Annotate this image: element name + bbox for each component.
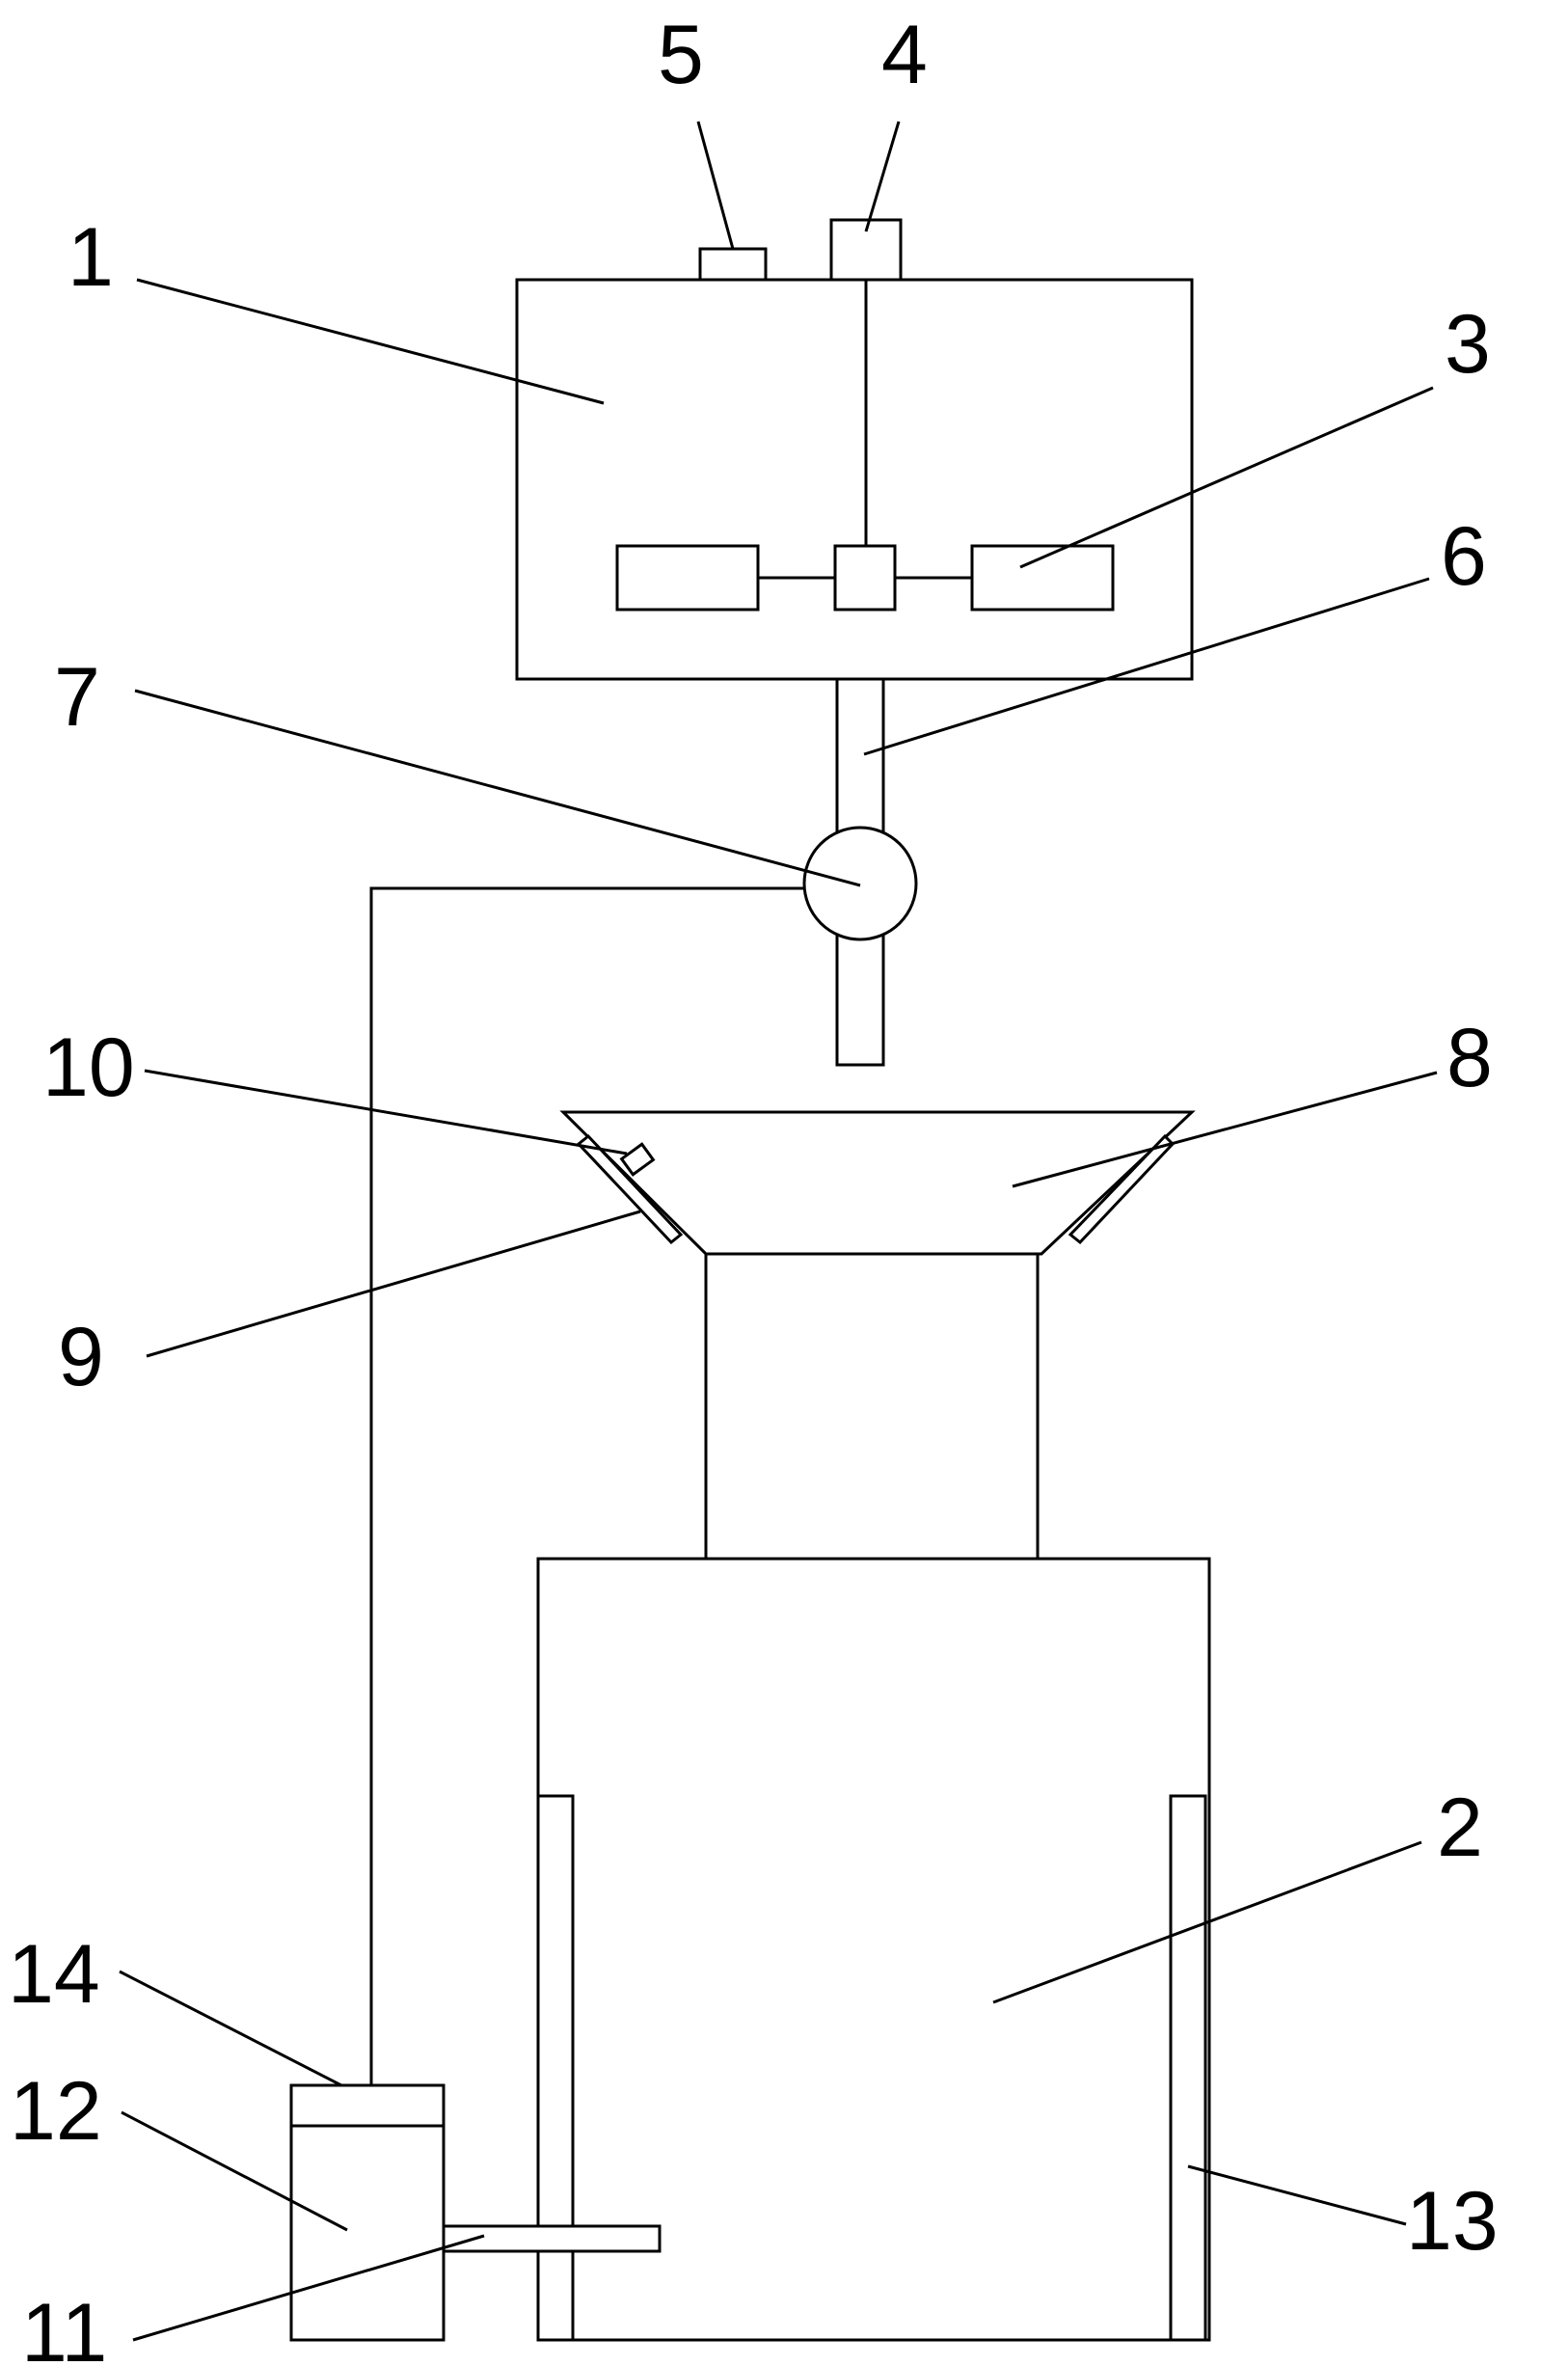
- leader-8: [1012, 1071, 1438, 1188]
- main-tank: [536, 1557, 1211, 2342]
- label-10: 10: [42, 1021, 135, 1114]
- label-5: 5: [658, 9, 704, 101]
- label-2: 2: [1437, 1781, 1483, 1874]
- leader-1: [136, 278, 605, 405]
- side-rail-right: [1169, 1794, 1207, 2342]
- label-7: 7: [54, 651, 100, 744]
- leader-2: [992, 1840, 1422, 2004]
- connecting-pipe: [442, 2224, 662, 2253]
- control-wire: [369, 886, 804, 2085]
- label-3: 3: [1445, 298, 1491, 391]
- leader-7: [134, 689, 861, 887]
- label-6: 6: [1441, 510, 1487, 603]
- funnel-strip-left: [576, 1133, 684, 1245]
- leader-11: [132, 2234, 485, 2342]
- top-fitting-small: [698, 247, 768, 282]
- leader-5: [696, 121, 735, 250]
- leader-10: [144, 1069, 628, 1156]
- leader-9: [146, 1210, 641, 1358]
- inner-block-center: [833, 544, 897, 612]
- label-9: 9: [58, 1311, 104, 1403]
- tank-neck: [704, 1252, 1040, 1561]
- label-8: 8: [1446, 1012, 1493, 1104]
- upper-housing: [515, 278, 1194, 681]
- funnel: [559, 1110, 1196, 1256]
- funnel-strip-right: [1068, 1133, 1176, 1245]
- valve: [802, 826, 918, 941]
- label-12: 12: [10, 2065, 102, 2158]
- label-13: 13: [1406, 2175, 1499, 2268]
- leader-14: [119, 1970, 342, 2087]
- leader-4: [864, 121, 901, 232]
- leader-6: [863, 577, 1430, 756]
- label-11: 11: [21, 2287, 107, 2366]
- label-14: 14: [8, 1928, 100, 2021]
- inner-block-right: [970, 544, 1115, 612]
- label-1: 1: [68, 211, 114, 304]
- label-4: 4: [881, 9, 928, 101]
- leader-12: [121, 2110, 348, 2232]
- funnel-sensor: [619, 1142, 656, 1177]
- side-rail-left: [536, 1794, 575, 2342]
- leader-13: [1187, 2164, 1407, 2226]
- inner-block-left: [615, 544, 760, 612]
- leader-3: [1019, 386, 1434, 569]
